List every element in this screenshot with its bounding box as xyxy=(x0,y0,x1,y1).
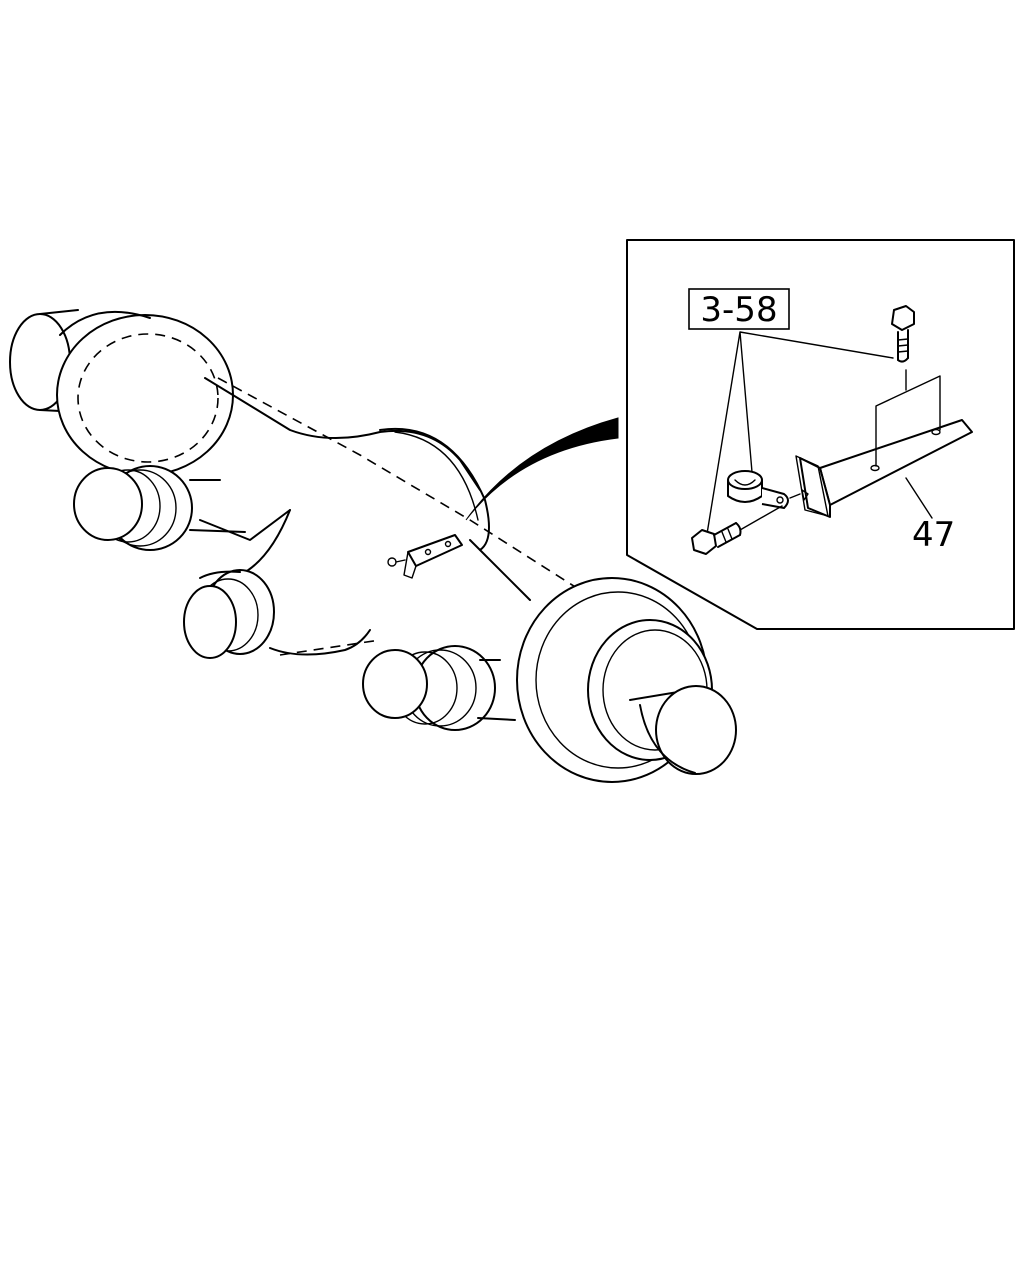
axle-housing xyxy=(9,309,737,783)
part-47-leader xyxy=(905,477,933,519)
mounting-bracket xyxy=(795,369,973,518)
ref-box-frame xyxy=(688,288,790,330)
small-bracket-on-housing xyxy=(387,534,463,579)
leader-lines xyxy=(705,331,894,541)
right-flange-lower xyxy=(362,645,516,731)
left-flange-lower xyxy=(183,569,275,659)
left-flange-upper xyxy=(73,465,246,551)
callout-wedge xyxy=(465,417,619,521)
pipe-clip-icon xyxy=(727,470,789,509)
left-wheel-hub xyxy=(9,309,234,476)
detail-inset: 3-58 xyxy=(626,239,1015,630)
small-screw-icon xyxy=(789,489,809,501)
upper-bolt-icon xyxy=(891,305,915,363)
ref-box-label: 3-58 xyxy=(700,290,777,330)
lower-bolt-icon xyxy=(691,505,783,555)
right-wheel-hub xyxy=(516,577,737,783)
part-number-label: 47 xyxy=(912,515,955,555)
